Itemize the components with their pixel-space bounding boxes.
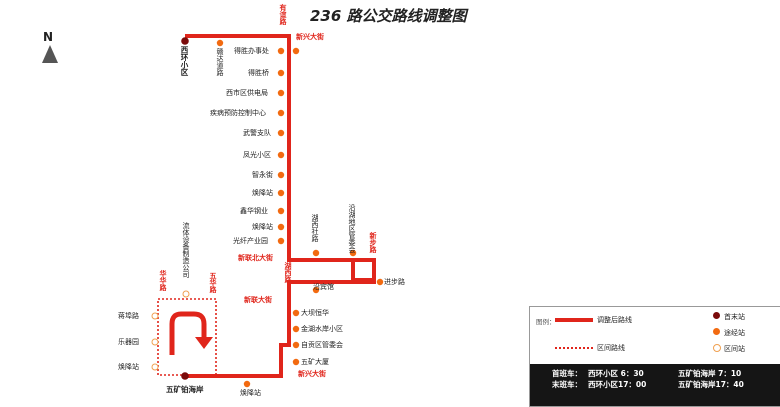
street-wuhua: 五华路 (209, 272, 217, 293)
legend-panel: 图例： 调整后路线 区间路线 首末站 途经站 区间站 首班车： 西环小区 6：3… (529, 306, 780, 407)
legend-terminal-label: 首末站 (724, 313, 745, 321)
last-bus-from: 西环小区17：00 (588, 380, 647, 389)
stop-label: 金湖水岸小区 (301, 325, 343, 333)
stop-label: 乐器园 (118, 338, 139, 346)
stop-label: 进步路 (384, 278, 405, 286)
stop-label: 鑫华钢业 (240, 207, 268, 215)
stop-label: 蒋埠路 (118, 312, 139, 320)
street-xinxing-top: 新兴大街 (296, 33, 324, 41)
street-huahu: 湖西路 (284, 262, 292, 283)
stop-label: 光纤产业园 (233, 237, 268, 245)
legend-section-label: 区间路线 (597, 344, 625, 352)
adjusted-route-line (185, 34, 376, 378)
terminal-stop-dot (181, 372, 189, 380)
map-title: 236 路公交路线调整图 (310, 7, 467, 25)
street-xinlian-north: 新联北大街 (238, 254, 273, 262)
stop-label: 焕降站 (118, 363, 139, 371)
stop-label: 焕降站 (240, 389, 261, 397)
last-bus-to: 五矿铂海岸17：40 (678, 380, 744, 389)
schedule-bar: 首班车： 西环小区 6：30 五矿铂海岸 7：10 末班车： 西环小区17：00… (530, 364, 780, 406)
street-xinbu: 新步路 (369, 232, 377, 253)
stop-label: 大坝恒华 (301, 309, 329, 317)
stop-label: 得胜桥 (248, 69, 269, 77)
terminal-stop-dot (181, 37, 189, 45)
legend-section-swatch (555, 347, 593, 349)
stop-label: 自贡区管委会 (301, 341, 343, 349)
stop-label: 得胜办事处 (234, 47, 269, 55)
first-bus-prefix: 首班车： (552, 369, 582, 378)
u-turn-arrow-icon (169, 311, 207, 355)
stop-label: 凤光小区 (243, 151, 271, 159)
regular-stops (216, 39, 384, 388)
section-stops (151, 290, 190, 371)
stop-label: 沿湖地区管委会 (348, 204, 356, 253)
stop-label: 智永街 (252, 171, 273, 179)
north-arrow: N (40, 30, 60, 64)
stop-label-terminal: 五矿铂海岸 (166, 385, 204, 394)
stop-label: 疾病预防控制中心 (210, 109, 266, 117)
stop-label: 焕降站 (252, 223, 273, 231)
stop-label: 赣达道路 (216, 48, 224, 76)
legend-section-stop-label: 区间站 (724, 345, 745, 353)
legend-section-stop-dot (713, 344, 721, 352)
street-youyi: 有谊路 (279, 4, 287, 25)
stop-label: 焕降站 (252, 189, 273, 197)
section-route-dotted (157, 298, 217, 376)
stop-label: 沿宾馆 (313, 283, 334, 291)
stop-label-terminal: 西环小区 (180, 46, 189, 76)
stop-label: 流体设备制造公司 (182, 222, 190, 278)
north-arrow-icon (42, 45, 58, 63)
legend-stop-dot (713, 328, 720, 335)
legend-route-label: 调整后路线 (597, 316, 632, 324)
stop-label: 五矿大厦 (301, 358, 329, 366)
legend-header: 图例： (536, 318, 556, 326)
legend-stop-label: 途经站 (724, 329, 745, 337)
street-xinlian: 新联大街 (244, 296, 272, 304)
street-xinxing-bottom: 新兴大街 (298, 370, 326, 378)
legend-route-swatch (555, 318, 593, 322)
route-branch (353, 258, 376, 283)
street-huahua: 华华路 (159, 270, 167, 291)
stop-label: 湖西社路 (311, 214, 319, 242)
legend-terminal-dot (713, 312, 720, 319)
stop-label: 西市区供电局 (226, 89, 268, 97)
first-bus-to: 五矿铂海岸 7：10 (678, 369, 742, 378)
last-bus-prefix: 末班车： (552, 380, 582, 389)
stop-label: 武警支队 (243, 129, 271, 137)
first-bus-from: 西环小区 6：30 (588, 369, 644, 378)
north-label: N (43, 30, 54, 44)
